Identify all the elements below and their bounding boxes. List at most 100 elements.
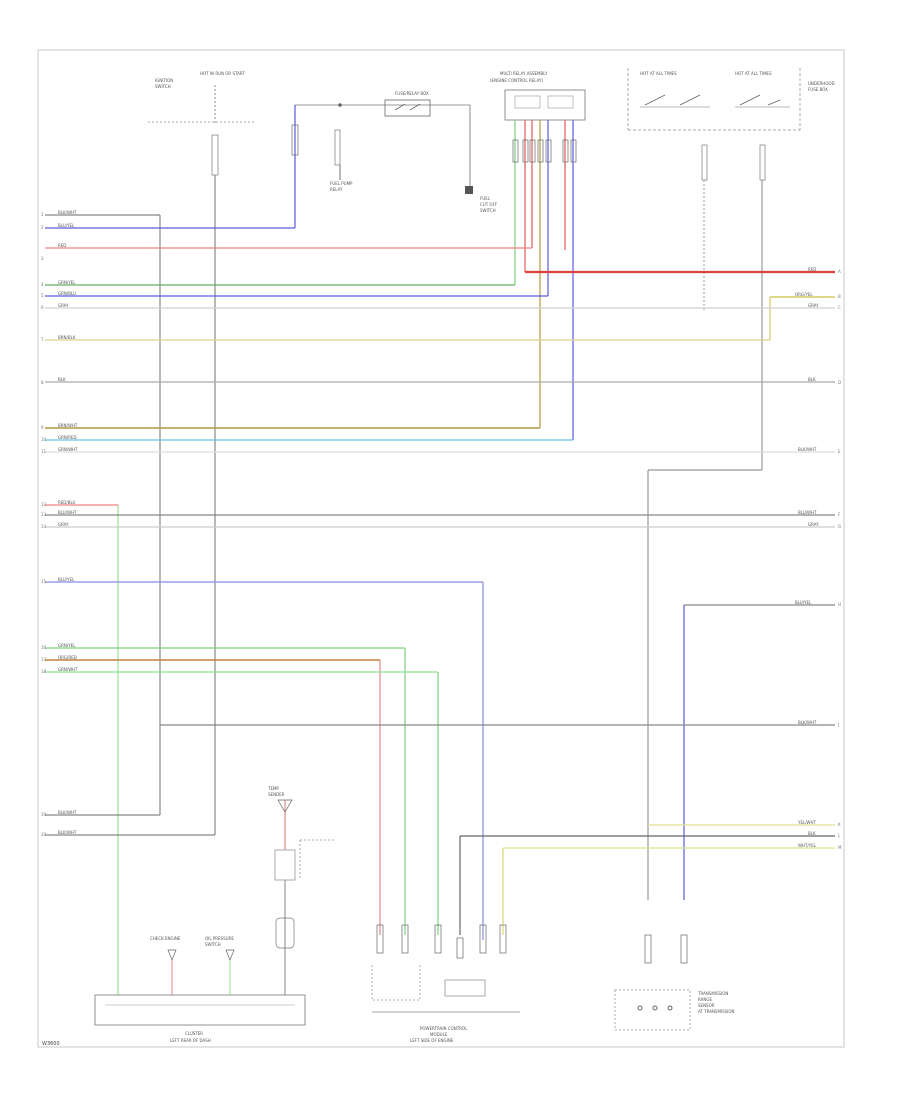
svg-text:C: C — [838, 305, 841, 310]
fuel-pump-relay-label-2: RELAY — [330, 187, 343, 192]
wire-labels-right: RED ORG/YEL GRAY BLK BLK/WHT BLU/WHT GRA… — [795, 267, 819, 848]
trs-label-3: SENSOR — [698, 1003, 715, 1008]
svg-text:BLU/WHT: BLU/WHT — [58, 510, 77, 515]
svg-text:GRAY: GRAY — [58, 522, 69, 527]
underhood-label-2: FUSE BOX — [808, 87, 828, 92]
svg-text:15: 15 — [41, 579, 47, 584]
underhood-label: UNDERHOOD — [808, 81, 835, 86]
svg-text:4: 4 — [41, 282, 44, 287]
fuel-pump-relay-label: FUEL PUMP — [330, 181, 353, 186]
hot-at-all-times-box: HOT AT ALL TIMES HOT AT ALL TIMES UNDERH… — [627, 68, 835, 181]
svg-text:11: 11 — [41, 449, 47, 454]
svg-text:BLK/WHT: BLK/WHT — [58, 830, 77, 835]
trs-label-2: RANGE — [698, 997, 712, 1002]
svg-text:2: 2 — [41, 225, 44, 230]
vertical-wires — [117, 105, 771, 995]
pcm-label: POWERTRAIN CONTROL — [420, 1026, 468, 1031]
svg-text:19: 19 — [41, 812, 47, 817]
instrument-cluster: CLUSTER LEFT REAR OF DASH CHECK ENGINE O… — [94, 936, 306, 1043]
svg-text:7: 7 — [41, 337, 44, 342]
ignition-switch-label-3: SWITCH — [155, 84, 171, 89]
svg-text:20: 20 — [41, 832, 47, 837]
pin-numbers-left: 1 2 3 4 5 6 7 8 9 10 11 12 13 14 15 16 1… — [41, 212, 47, 837]
trs-label-4: AT TRANSMISSION — [698, 1009, 735, 1014]
check-engine-label: CHECK ENGINE — [150, 936, 181, 941]
pcm-label-2: MODULE — [430, 1032, 448, 1037]
svg-text:10: 10 — [41, 437, 47, 442]
svg-text:GRAY: GRAY — [808, 522, 819, 527]
svg-text:5: 5 — [41, 293, 44, 298]
svg-text:14: 14 — [41, 524, 47, 529]
svg-text:E: E — [838, 449, 841, 454]
temp-sender: TEMP SENDER — [267, 786, 335, 949]
svg-text:RED: RED — [58, 243, 66, 248]
svg-text:GRAY: GRAY — [58, 303, 69, 308]
temp-sender-label-2: SENDER — [268, 792, 285, 797]
svg-text:D: D — [838, 380, 841, 385]
svg-text:13: 13 — [41, 512, 47, 517]
hot-all-times-right-label: HOT AT ALL TIMES — [735, 71, 772, 76]
cluster-label: CLUSTER — [185, 1031, 203, 1036]
diagram-code: W3600 — [42, 1041, 60, 1047]
svg-text:BLK: BLK — [808, 377, 816, 382]
svg-text:BRN/WHT: BRN/WHT — [58, 423, 78, 428]
fuel-cutoff-label: FUEL — [480, 196, 491, 201]
svg-text:GRN/YEL: GRN/YEL — [58, 280, 76, 285]
svg-text:RED/BLU: RED/BLU — [58, 500, 76, 505]
trs-label: TRANSMISSION — [697, 991, 728, 996]
svg-text:GRN/YEL: GRN/YEL — [58, 643, 76, 648]
svg-text:6: 6 — [41, 305, 44, 310]
connector-stubs-top — [291, 124, 577, 163]
transmission-range-sensor: TRANSMISSION RANGE SENSOR AT TRANSMISSIO… — [614, 934, 735, 1031]
ignition-switch-label: HOT IN RUN OR START — [200, 71, 245, 76]
pin-numbers-right: A B C D E F G H J K L M — [837, 269, 842, 850]
svg-text:8: 8 — [41, 380, 44, 385]
oil-pressure-label-2: SWITCH — [205, 942, 221, 947]
svg-text:YEL/WHT: YEL/WHT — [797, 820, 817, 825]
svg-text:GRAY: GRAY — [808, 303, 819, 308]
ignition-switch-label-2: IGNITION — [155, 78, 173, 83]
svg-text:17: 17 — [41, 657, 47, 662]
temp-sender-label: TEMP — [267, 786, 279, 791]
wire-labels-left: BLK/WHT BLU/YEL RED GRN/YEL GRN/BLU GRAY… — [58, 210, 78, 835]
ecm-relay-label-2: (ENGINE CONTROL RELAY) — [490, 78, 543, 83]
svg-text:J: J — [837, 722, 839, 727]
cluster-label-2: LEFT REAR OF DASH — [170, 1038, 211, 1043]
svg-text:ORG/RED: ORG/RED — [58, 655, 77, 660]
svg-text:WHT/YEL: WHT/YEL — [798, 843, 817, 848]
svg-text:BLU/YEL: BLU/YEL — [795, 600, 812, 605]
svg-text:L: L — [838, 833, 841, 838]
svg-text:BLK: BLK — [808, 831, 816, 836]
svg-text:GRN/WHT: GRN/WHT — [58, 447, 78, 452]
svg-text:18: 18 — [41, 669, 47, 674]
svg-text:3: 3 — [41, 256, 44, 261]
svg-text:F: F — [838, 512, 841, 517]
fuel-cutoff-label-3: SWITCH — [480, 208, 496, 213]
svg-text:BLU/YEL: BLU/YEL — [58, 223, 75, 228]
svg-text:BLK/WHT: BLK/WHT — [798, 447, 817, 452]
svg-text:A: A — [838, 269, 841, 274]
oil-pressure-label: OIL PRESSURE — [205, 936, 234, 941]
svg-text:16: 16 — [41, 645, 47, 650]
svg-text:GRN/RED: GRN/RED — [58, 435, 77, 440]
svg-text:BLU/YEL: BLU/YEL — [58, 577, 75, 582]
ignition-switch: HOT IN RUN OR START IGNITION SWITCH — [148, 71, 255, 176]
svg-text:BLK/WHT: BLK/WHT — [58, 210, 77, 215]
svg-text:M: M — [838, 845, 842, 850]
svg-text:BRN/BLK: BRN/BLK — [58, 335, 76, 340]
svg-text:9: 9 — [41, 425, 44, 430]
svg-text:BLK/WHT: BLK/WHT — [798, 720, 817, 725]
svg-text:GRN/BLU: GRN/BLU — [58, 291, 76, 296]
engine-control-relay: MULTI RELAY ASSEMBLY (ENGINE CONTROL REL… — [490, 71, 586, 121]
svg-text:BLK/WHT: BLK/WHT — [58, 810, 77, 815]
svg-text:GRN/WHT: GRN/WHT — [58, 667, 78, 672]
fuel-cutoff-label-2: CUT OFF — [480, 202, 498, 207]
svg-text:ORG/YEL: ORG/YEL — [795, 292, 813, 297]
svg-text:BLK: BLK — [58, 377, 66, 382]
hot-all-times-left-label: HOT AT ALL TIMES — [640, 71, 677, 76]
horizontal-wires — [45, 214, 835, 849]
svg-text:B: B — [838, 294, 841, 299]
powertrain-control-module: POWERTRAIN CONTROL MODULE LEFT SIDE OF E… — [371, 924, 520, 1043]
fuel-pump-relay: FUSE/RELAY BOX FUEL PUMP RELAY FUEL CUT … — [295, 91, 498, 213]
svg-text:BLU/WHT: BLU/WHT — [798, 510, 817, 515]
